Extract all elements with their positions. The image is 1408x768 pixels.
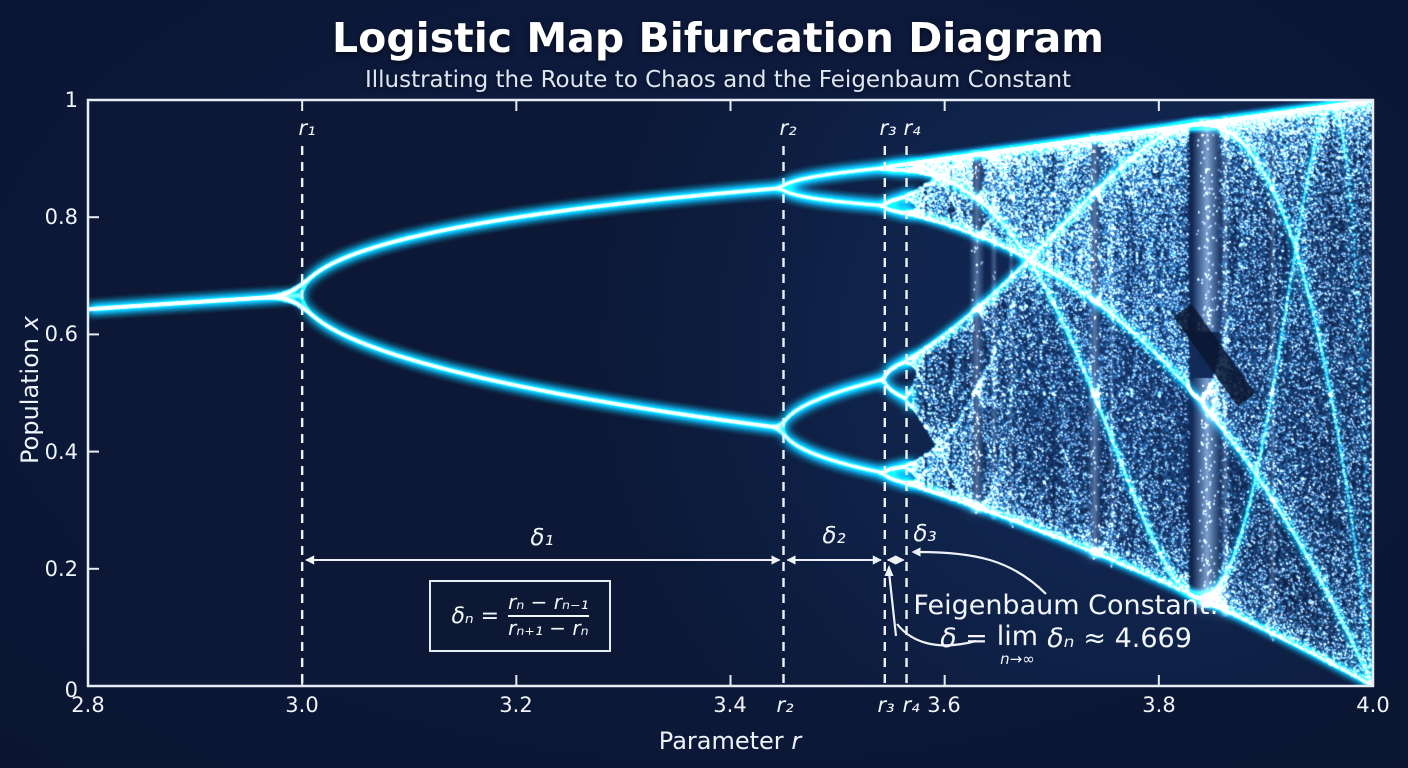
r1-top-label: r₁	[298, 116, 315, 140]
feigenbaum-value: ≈ 4.669	[1083, 623, 1192, 654]
x-tick-2.8: 2.8	[71, 693, 104, 717]
x-tick-3.2: 3.2	[499, 693, 532, 717]
y-tick-0.4: 0.4	[45, 440, 78, 464]
delta2-label: δ₂	[822, 523, 845, 549]
formula-denominator: rₙ₊₁ − rₙ	[508, 618, 588, 640]
x-tick-3.8: 3.8	[1142, 693, 1175, 717]
y-tick-0.8: 0.8	[45, 205, 78, 229]
page-title: Logistic Map Bifurcation Diagram	[332, 14, 1104, 62]
x-tick-3.0: 3.0	[285, 693, 318, 717]
delta1-label: δ₁	[530, 525, 553, 551]
r3-top-label: r₃	[879, 116, 896, 140]
formula-numerator: rₙ − rₙ₋₁	[508, 592, 588, 614]
limit-stack: lim n→∞	[997, 623, 1038, 667]
y-axis-label-var: x	[16, 316, 44, 330]
r3-bottom-label: r₃	[877, 693, 894, 717]
r2-bottom-label: r₂	[776, 693, 793, 717]
delta3-label: δ₃	[913, 521, 936, 547]
feigenbaum-delta-n: δₙ	[1047, 623, 1074, 654]
limit-word: lim	[997, 623, 1038, 650]
limit-subscript: n→∞	[1000, 652, 1035, 667]
r2-top-label: r₂	[779, 116, 796, 140]
feigenbaum-heading: Feigenbaum Constant:	[913, 590, 1218, 621]
y-axis-label-word: Population	[16, 338, 44, 464]
x-tick-3.4: 3.4	[713, 693, 746, 717]
x-tick-3.6: 3.6	[927, 693, 960, 717]
feigenbaum-delta-eq: δ =	[940, 623, 988, 654]
formula-fraction: rₙ − rₙ₋₁ rₙ₊₁ − rₙ	[508, 592, 588, 639]
feigenbaum-annotation: Feigenbaum Constant: δ = lim n→∞ δₙ ≈ 4.…	[913, 590, 1218, 667]
x-tick-4.0: 4.0	[1356, 693, 1389, 717]
feigenbaum-expression: δ = lim n→∞ δₙ ≈ 4.669	[913, 623, 1218, 667]
page-subtitle: Illustrating the Route to Chaos and the …	[365, 67, 1071, 93]
y-tick-0.6: 0.6	[45, 322, 78, 346]
r4-bottom-label: r₄	[902, 693, 919, 717]
x-axis-label: Parameter r	[659, 727, 801, 755]
x-axis-label-var: r	[791, 727, 801, 755]
r4-top-label: r₄	[903, 116, 920, 140]
delta-formula-box: δₙ = rₙ − rₙ₋₁ rₙ₊₁ − rₙ	[429, 580, 611, 652]
x-axis-label-word: Parameter	[659, 727, 784, 755]
y-tick-0.2: 0.2	[45, 557, 78, 581]
formula-lhs: δₙ =	[451, 604, 499, 629]
y-tick-1: 1	[65, 88, 78, 112]
y-axis-label: Population x	[16, 316, 44, 464]
